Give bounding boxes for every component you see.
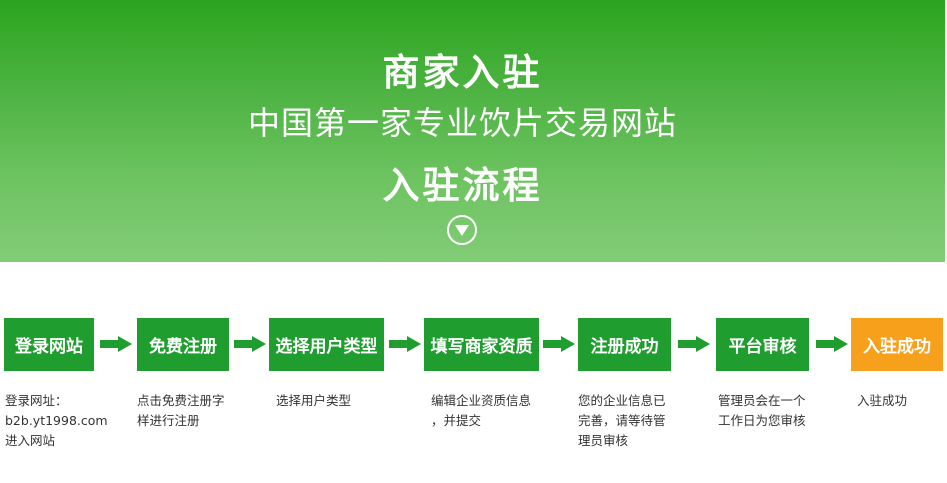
desc-line: 进入网站 bbox=[5, 433, 56, 448]
page-subtitle: 中国第一家专业饮片交易网站 bbox=[247, 104, 677, 142]
step-platform-review: 平台审核 bbox=[716, 318, 809, 371]
arrow-right-icon bbox=[678, 336, 710, 352]
page-title: 商家入驻 bbox=[382, 51, 543, 94]
arrow-right-icon bbox=[100, 336, 132, 352]
step-fill-qualification-desc: 编辑企业资质信息 ，并提交 bbox=[431, 391, 531, 431]
desc-line: 完善，请等待管 bbox=[578, 413, 666, 428]
process-title: 入驻流程 bbox=[382, 164, 543, 207]
step-login: 登录网站 bbox=[4, 318, 94, 371]
desc-line: 选择用户类型 bbox=[276, 393, 352, 408]
step-select-user-type-desc: 选择用户类型 bbox=[276, 391, 351, 411]
step-register-success-desc: 您的企业信息已 完善，请等待管 理员审核 bbox=[578, 391, 666, 451]
step-settled-success-desc: 入驻成功 bbox=[857, 391, 907, 411]
step-platform-review-desc: 管理员会在一个 工作日为您审核 bbox=[718, 391, 806, 431]
step-settled-success: 入驻成功 bbox=[851, 318, 943, 371]
desc-line: 样进行注册 bbox=[137, 413, 200, 428]
hero-banner: 商家入驻 中国第一家专业饮片交易网站 入驻流程 bbox=[0, 0, 945, 262]
site-url: b2b.yt1998.com bbox=[5, 413, 108, 428]
step-register-success: 注册成功 bbox=[578, 318, 671, 371]
step-register-desc: 点击免费注册字 样进行注册 bbox=[137, 391, 225, 431]
desc-line: ，并提交 bbox=[431, 413, 482, 428]
step-login-desc: 登录网址： b2b.yt1998.com 进入网站 bbox=[5, 391, 108, 451]
arrow-right-icon bbox=[816, 336, 848, 352]
desc-line: 入驻成功 bbox=[857, 393, 908, 408]
arrow-right-icon bbox=[234, 336, 266, 352]
desc-line: 点击免费注册字 bbox=[137, 393, 225, 408]
arrow-right-icon bbox=[543, 336, 575, 352]
desc-line: 理员审核 bbox=[578, 433, 629, 448]
step-fill-qualification: 填写商家资质 bbox=[424, 318, 539, 371]
step-register: 免费注册 bbox=[137, 318, 229, 371]
desc-line: 编辑企业资质信息 bbox=[431, 393, 532, 408]
step-select-user-type: 选择用户类型 bbox=[269, 318, 384, 371]
scroll-down-icon[interactable] bbox=[447, 215, 477, 245]
desc-line: 工作日为您审核 bbox=[718, 413, 806, 428]
desc-line: 您的企业信息已 bbox=[578, 393, 666, 408]
arrow-right-icon bbox=[389, 336, 421, 352]
desc-line: 管理员会在一个 bbox=[718, 393, 806, 408]
desc-line: 登录网址： bbox=[5, 393, 68, 408]
